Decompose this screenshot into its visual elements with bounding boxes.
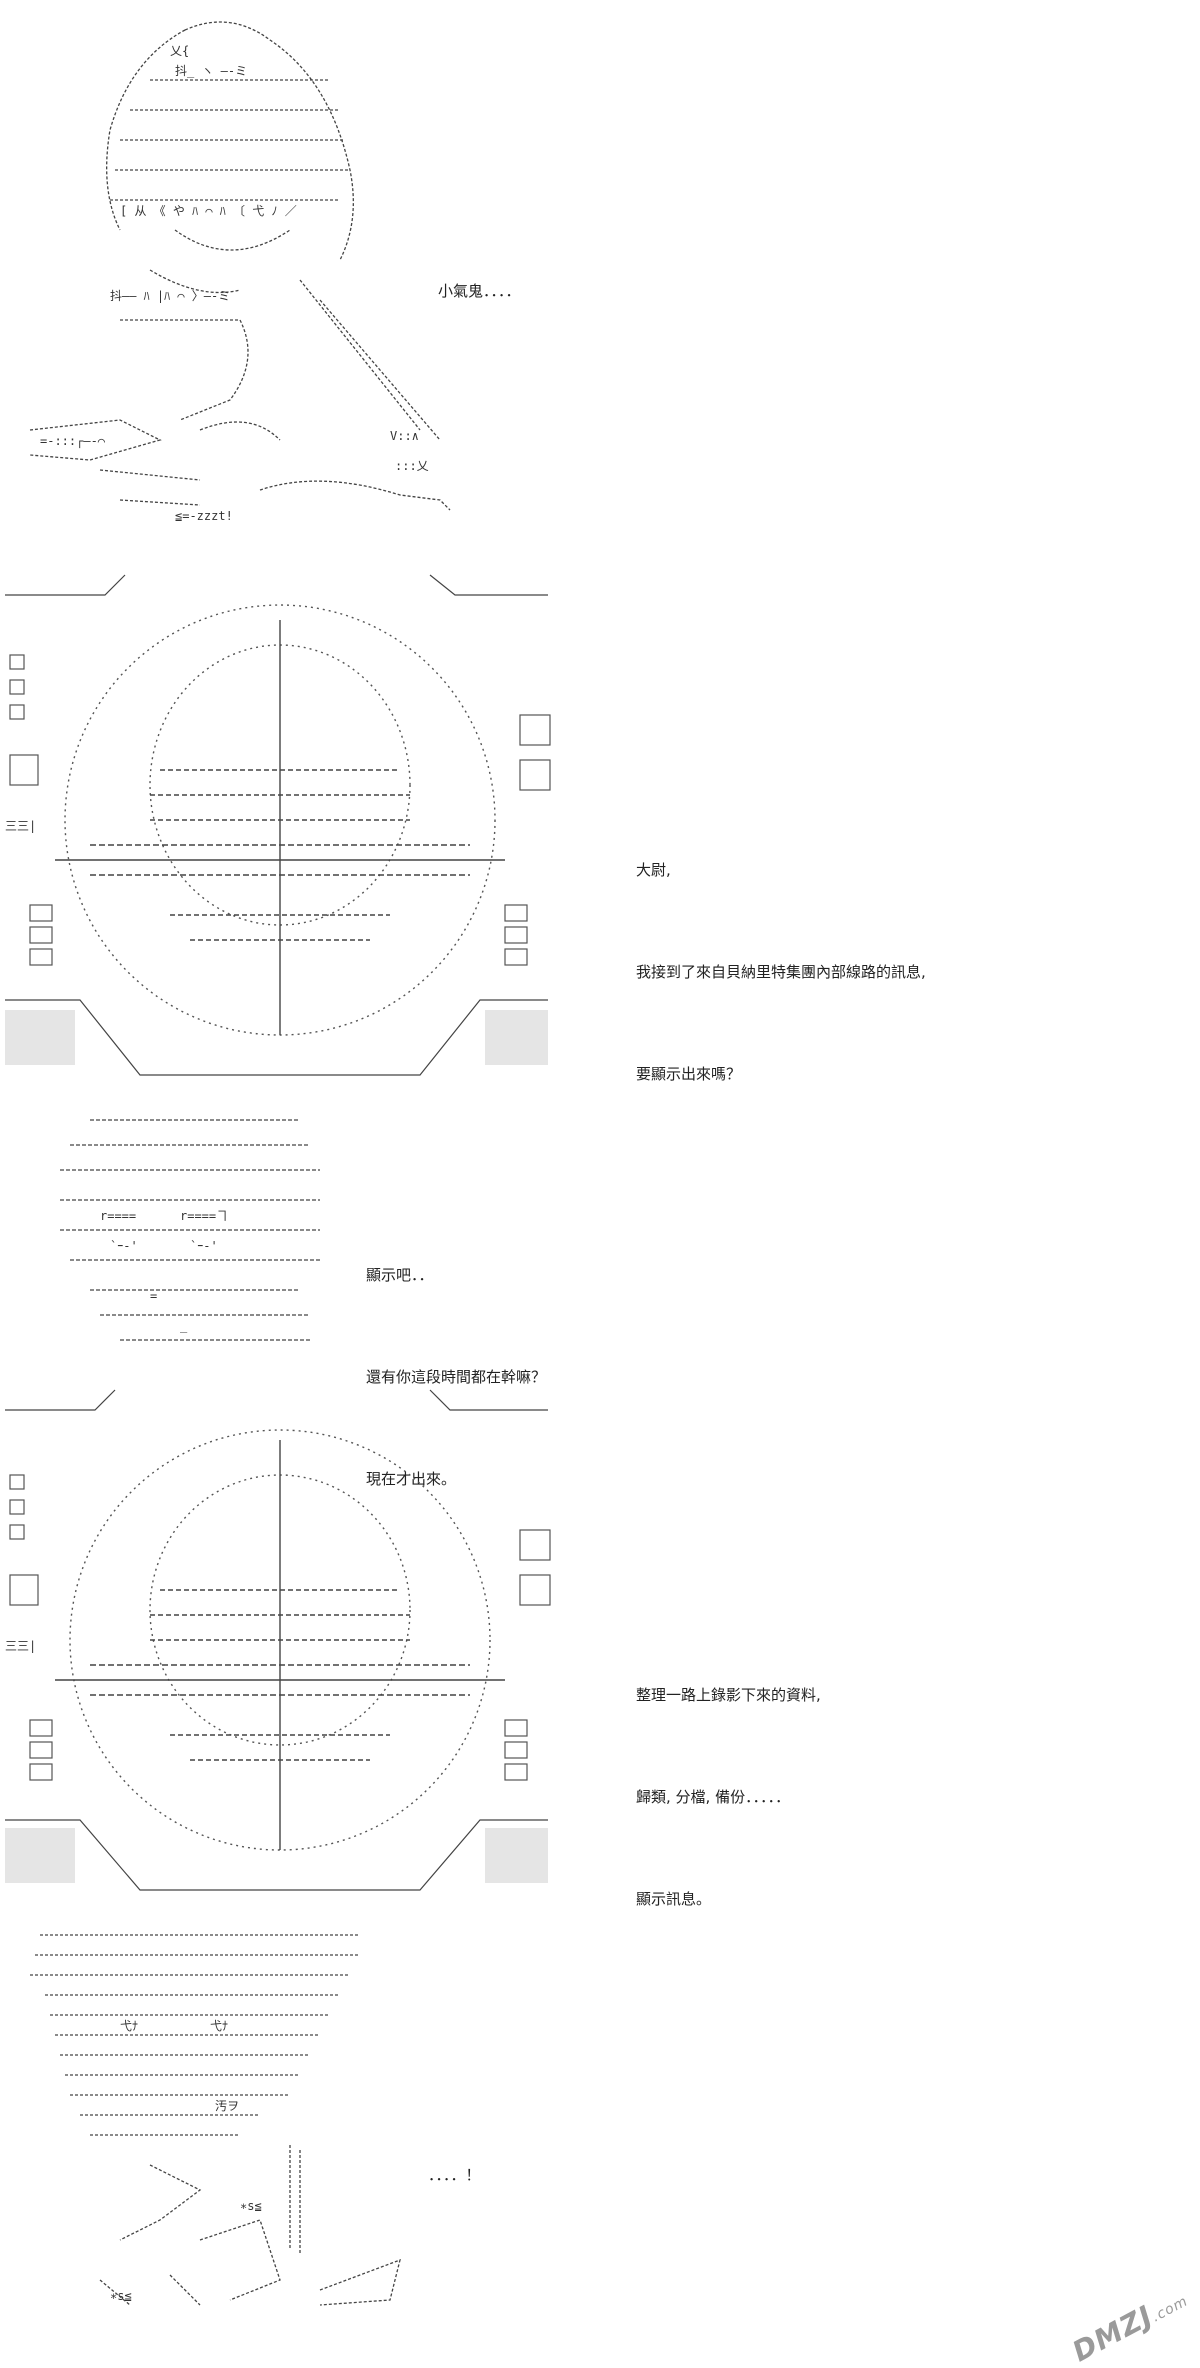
caption-line: 整理一路上錄影下來的資料,	[636, 1686, 821, 1704]
caption-line: 顯示吧．．	[366, 1266, 434, 1284]
panel-2: 三三| 大尉, 我接到了來自貝納里特集團內部線路的訊息, 要顯示出來嗎？	[0, 555, 1200, 1095]
caption-line: 還有你這段時間都在幹嘛？	[366, 1368, 547, 1386]
svg-text:弋ﾅ: 弋ﾅ	[210, 2019, 228, 2033]
panel-5-caption: ．．．．！	[428, 2090, 481, 2260]
svg-text:r====: r====	[100, 1209, 136, 1223]
caption-line: 顯示訊息。	[636, 1890, 712, 1908]
svg-text:三三|: 三三|	[5, 1639, 36, 1653]
ascii-art-character-2: r==== r====ヿ `ｰ‐' `ｰ‐' = _	[5, 1119, 548, 1411]
panel-4-caption: 整理一路上錄影下來的資料, 歸類, 分檔, 備份．．．．． 顯示訊息。	[636, 1610, 821, 1984]
svg-text:=: =	[150, 1289, 157, 1303]
panel-2-caption: 大尉, 我接到了來自貝納里特集團內部線路的訊息, 要顯示出來嗎？	[636, 785, 926, 1159]
svg-text::::乂: :::乂	[395, 459, 429, 473]
ascii-art-character-1: 乂{ 抖_ ヽ ―-ミ [ 从 《 や ﾊ ⌒ ﾊ 〔 弋 ﾉ ／ 抖―― ﾊ |…	[29, 21, 451, 523]
caption-line: 小氣鬼．．．．	[438, 282, 521, 300]
panel-1: 乂{ 抖_ ヽ ―-ミ [ 从 《 や ﾊ ⌒ ﾊ 〔 弋 ﾉ ／ 抖―― ﾊ |…	[0, 0, 1200, 540]
panel-1-caption: 小氣鬼．．．．	[438, 206, 521, 376]
svg-text:三三|: 三三|	[5, 819, 36, 833]
svg-text:[ 从 《 や ﾊ ⌒ ﾊ 〔 弋 ﾉ ／: [ 从 《 や ﾊ ⌒ ﾊ 〔 弋 ﾉ ／	[120, 204, 297, 218]
panel-3: r==== r====ヿ `ｰ‐' `ｰ‐' = _ 顯示吧．． 還有你這段時間都在幹…	[0, 1100, 1200, 1488]
caption-line: ．．．．！	[428, 2166, 481, 2184]
panel-5: 弋ﾅ 弋ﾅ 汚ヲ ∗s≦ ∗s≦ ．．．．！	[0, 1920, 1200, 2316]
svg-text:弋ﾅ: 弋ﾅ	[120, 2019, 138, 2033]
caption-line: 大尉,	[636, 861, 671, 879]
svg-text:抖―― ﾊ |ﾊ ⌒ 〉―-ミ: 抖―― ﾊ |ﾊ ⌒ 〉―-ミ	[110, 289, 230, 303]
ascii-art-character-3: 弋ﾅ 弋ﾅ 汚ヲ ∗s≦ ∗s≦	[30, 1934, 401, 2306]
svg-text:∗s≦: ∗s≦	[240, 2199, 262, 2213]
panel-3-caption: 顯示吧．． 還有你這段時間都在幹嘛？ 現在才出來。	[366, 1190, 546, 1564]
svg-text:乂{: 乂{	[170, 44, 189, 58]
svg-text:∗s≦: ∗s≦	[110, 2289, 132, 2303]
caption-line: 歸類, 分檔, 備份．．．．．	[636, 1788, 791, 1806]
watermark-suffix: .com	[1149, 2293, 1191, 2326]
svg-text:_: _	[180, 1319, 188, 1333]
svg-text:`ｰ‐': `ｰ‐'	[110, 1239, 138, 1253]
caption-line: 現在才出來。	[366, 1470, 457, 1488]
svg-text:r====ヿ: r====ヿ	[180, 1209, 228, 1223]
hud-radar-art: 三三|	[5, 1429, 551, 1891]
panel-4: 三三| 整理一路上錄影下來的資料, 歸類, 分檔, 備份．．．．． 顯示訊息。	[0, 1420, 1200, 1908]
svg-text:≦=-zzzt!: ≦=-zzzt!	[175, 509, 233, 523]
svg-text:汚ヲ: 汚ヲ	[215, 2099, 239, 2113]
caption-line: 要顯示出來嗎？	[636, 1065, 742, 1083]
svg-text:`ｰ‐': `ｰ‐'	[190, 1239, 218, 1253]
svg-text:V::∧: V::∧	[390, 429, 419, 443]
hud-radar-art: 三三|	[5, 574, 551, 1076]
svg-text:抖_ ヽ ―-ミ: 抖_ ヽ ―-ミ	[175, 64, 247, 78]
svg-text:=-:::┌―-⌒: =-:::┌―-⌒	[40, 434, 105, 448]
caption-line: 我接到了來自貝納里特集團內部線路的訊息,	[636, 963, 926, 981]
